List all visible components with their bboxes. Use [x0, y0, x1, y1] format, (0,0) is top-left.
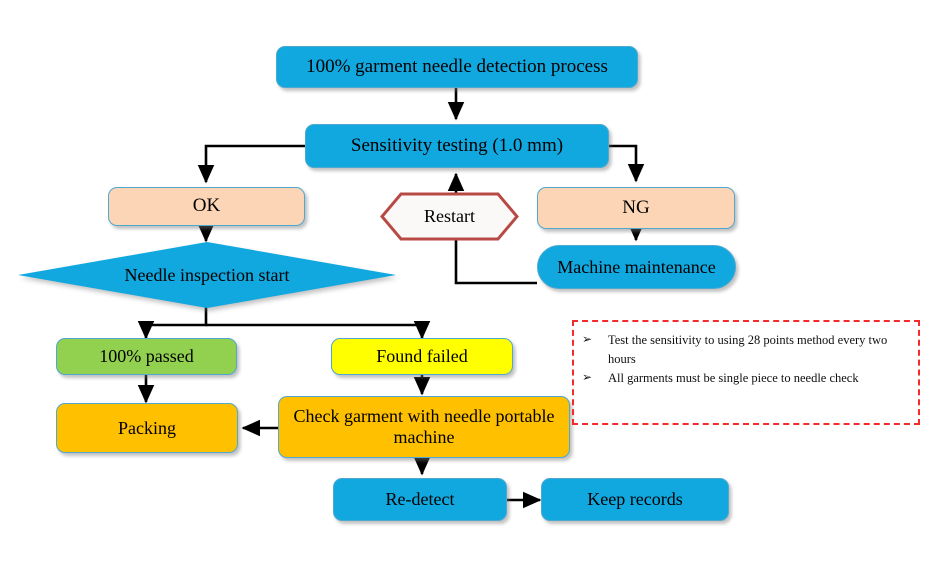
- node-ng[interactable]: NG: [537, 187, 735, 229]
- notes-list: ➢ Test the sensitivity to using 28 point…: [582, 331, 908, 388]
- node-needle-inspection-start[interactable]: Needle inspection start: [18, 242, 396, 308]
- edge-sensitivity-to-ng: [608, 144, 645, 183]
- note-item: ➢ All garments must be single piece to n…: [582, 369, 908, 388]
- arrow-bullet-icon: ➢: [582, 332, 593, 346]
- edge-inspection-to-passed: [137, 305, 208, 340]
- node-found-failed[interactable]: Found failed: [331, 338, 513, 375]
- node-restart[interactable]: Restart: [380, 192, 519, 241]
- node-100-percent-passed[interactable]: 100% passed: [56, 338, 237, 375]
- node-process-start[interactable]: 100% garment needle detection process: [276, 46, 638, 88]
- note-item: ➢ Test the sensitivity to using 28 point…: [582, 331, 908, 368]
- node-sensitivity-testing[interactable]: Sensitivity testing (1.0 mm): [305, 124, 609, 168]
- node-keep-records[interactable]: Keep records: [541, 478, 729, 521]
- diamond-shape: [18, 242, 396, 308]
- node-packing[interactable]: Packing: [56, 403, 238, 453]
- node-ok[interactable]: OK: [108, 187, 305, 226]
- node-machine-maintenance[interactable]: Machine maintenance: [537, 245, 736, 289]
- edge-sensitivity-to-ok: [197, 144, 305, 184]
- arrow-bullet-icon: ➢: [582, 370, 593, 384]
- note-item-text: Test the sensitivity to using 28 points …: [608, 333, 888, 366]
- note-item-text: All garments must be single piece to nee…: [608, 371, 859, 385]
- edge-inspection-to-found-failed: [206, 320, 431, 340]
- node-needle-inspection-start-label: Needle inspection start: [124, 264, 290, 285]
- node-re-detect[interactable]: Re-detect: [333, 478, 507, 521]
- node-check-garment[interactable]: Check garment with needle portable machi…: [278, 396, 570, 458]
- node-restart-label: Restart: [424, 206, 475, 226]
- notes-panel: ➢ Test the sensitivity to using 28 point…: [572, 320, 920, 425]
